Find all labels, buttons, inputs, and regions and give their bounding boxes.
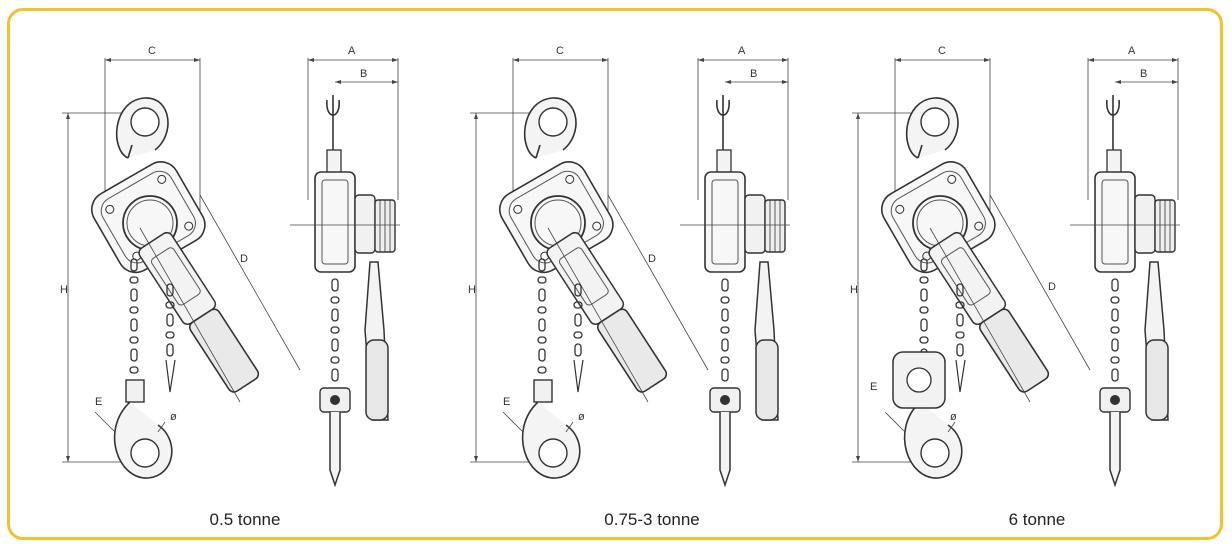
dim-a: A bbox=[1128, 45, 1136, 57]
dim-c: C bbox=[148, 45, 156, 57]
dim-diameter: ø bbox=[950, 411, 957, 423]
model-0_5t-side-view bbox=[290, 58, 400, 485]
dim-e: E bbox=[503, 396, 510, 408]
model-6t-front-view bbox=[852, 58, 1090, 478]
dim-b: B bbox=[750, 68, 757, 80]
dim-diameter: ø bbox=[170, 411, 177, 423]
dim-c: C bbox=[938, 45, 946, 57]
model-0_75-3t-front-view bbox=[470, 58, 708, 478]
dim-h: H bbox=[60, 284, 68, 296]
caption-0-75-3-tonne: 0.75-3 tonne bbox=[604, 510, 700, 529]
dimension-letters: C A B D H E ø C A B D H E ø C A B D H E … bbox=[60, 45, 1147, 423]
diagram-frame bbox=[7, 8, 1223, 540]
model-6t-side-view bbox=[1070, 58, 1180, 485]
dim-b: B bbox=[360, 68, 367, 80]
caption-0-5-tonne: 0.5 tonne bbox=[209, 510, 281, 529]
dim-d: D bbox=[240, 253, 248, 265]
dim-h: H bbox=[850, 284, 858, 296]
dim-diameter: ø bbox=[578, 411, 585, 423]
model-0_5t-front-view bbox=[62, 58, 300, 478]
dim-e: E bbox=[95, 396, 102, 408]
dim-a: A bbox=[348, 45, 356, 57]
dim-b: B bbox=[1140, 68, 1147, 80]
dim-a: A bbox=[738, 45, 746, 57]
model-0_75-3t-side-view bbox=[680, 58, 790, 485]
dim-h: H bbox=[468, 284, 476, 296]
dim-e: E bbox=[870, 381, 877, 393]
caption-6-tonne: 6 tonne bbox=[1008, 510, 1066, 529]
dim-d: D bbox=[648, 253, 656, 265]
dim-d: D bbox=[1048, 281, 1056, 293]
dim-c: C bbox=[556, 45, 564, 57]
